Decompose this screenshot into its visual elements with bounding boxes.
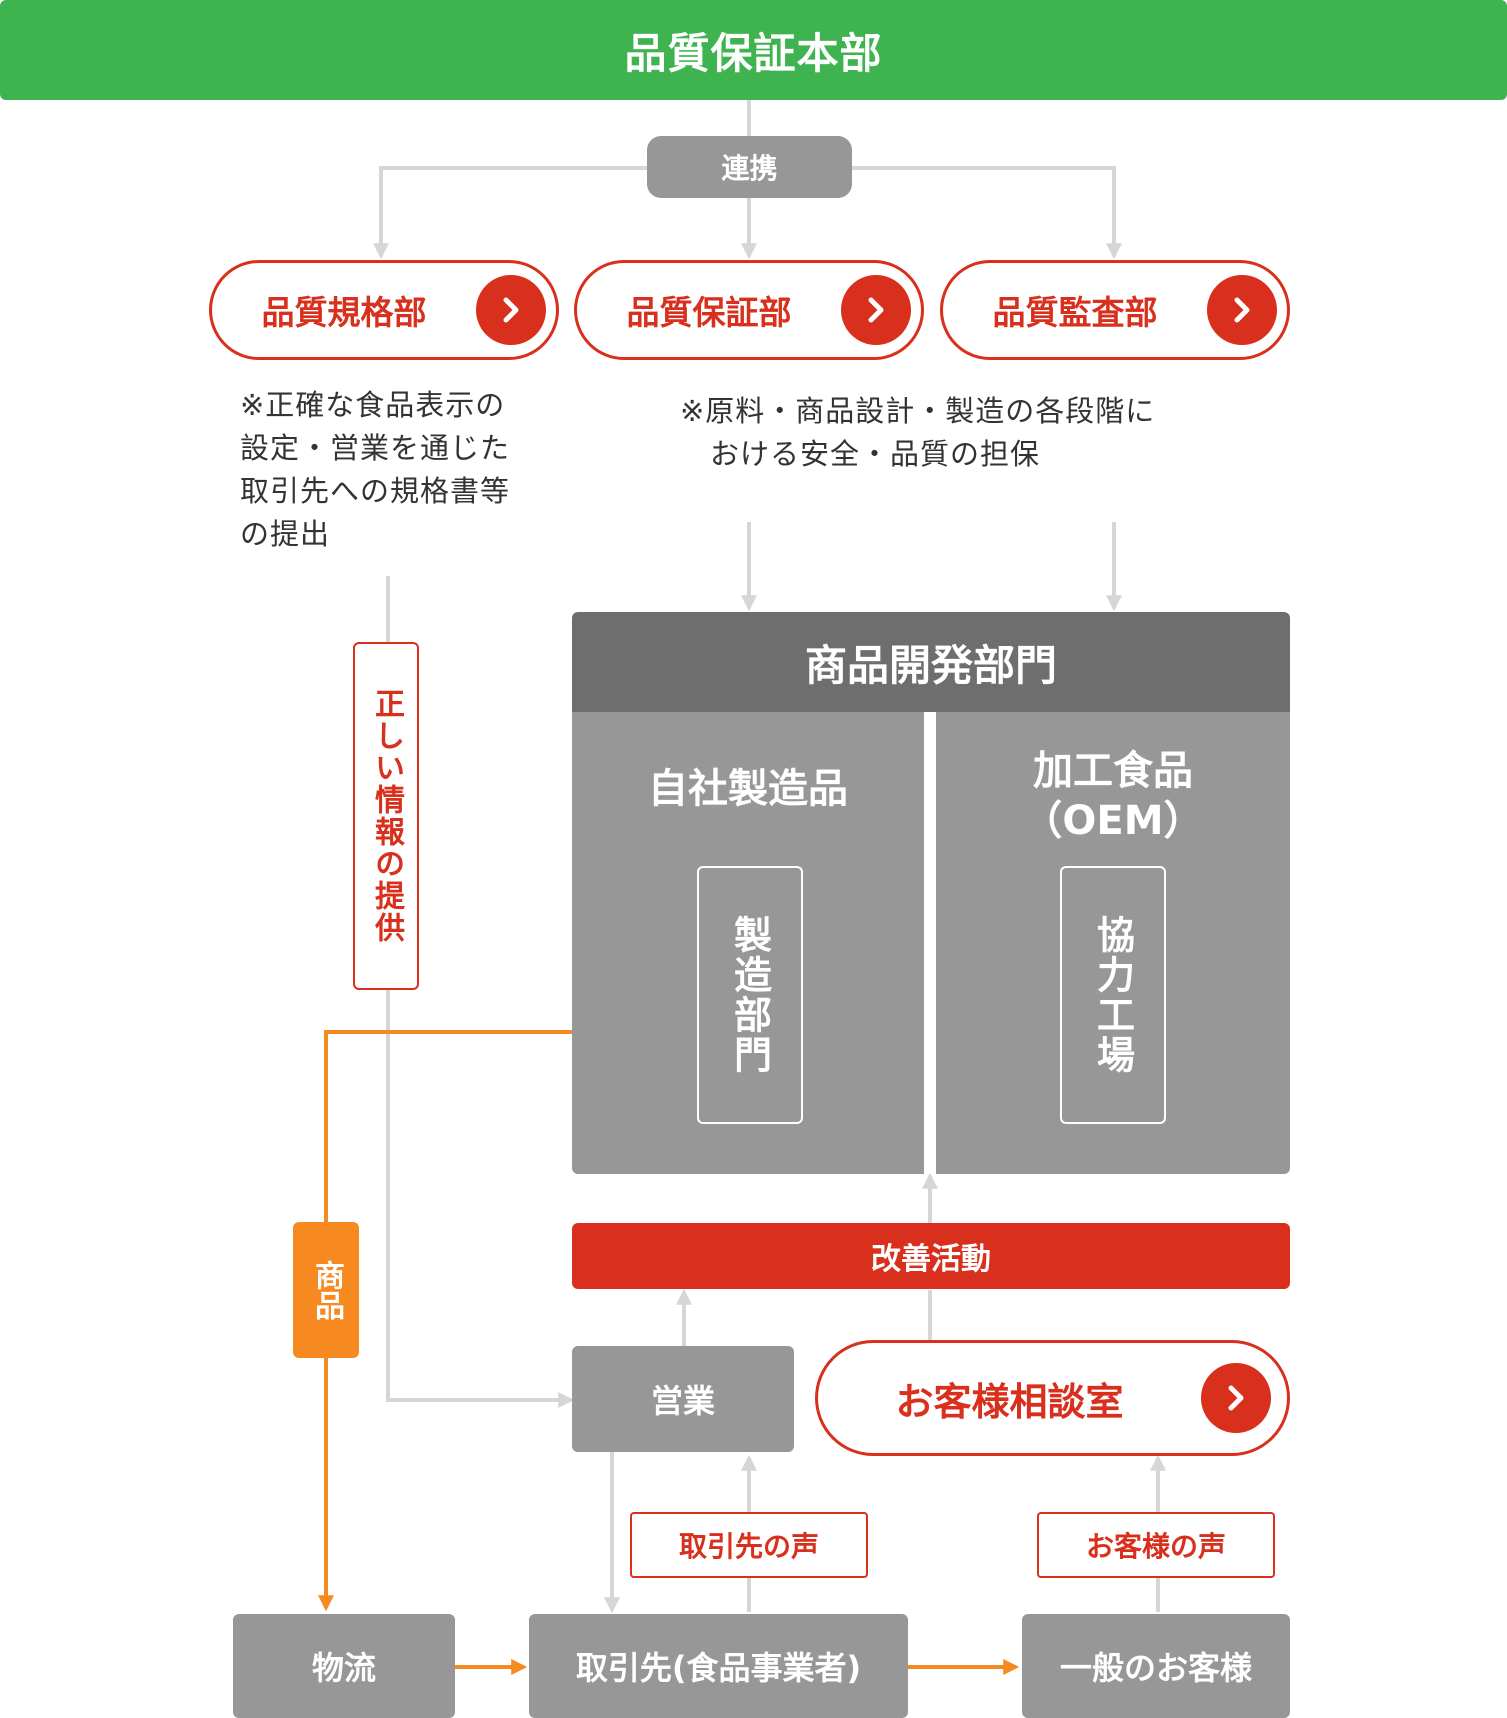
logistics-box: 物流 [233, 1614, 455, 1718]
partner-voice-text: 取引先の声 [678, 1530, 819, 1563]
chevron-right-icon [1207, 275, 1277, 345]
manufacturing-dept-box: 製造部門 [697, 866, 803, 1124]
standards-note-line: ※正確な食品表示の [240, 388, 506, 422]
oem-panel: 加工食品 （OEM） 協力工場 [936, 712, 1290, 1174]
assurance-note: ※原料・商品設計・製造の各段階に おける安全・品質の担保 [680, 390, 1240, 476]
assurance-note-line: おける安全・品質の担保 [680, 437, 1041, 471]
assurance-note-line: ※原料・商品設計・製造の各段階に [680, 394, 1156, 428]
customer-voice-text: お客様の声 [1085, 1530, 1226, 1563]
link-badge-label: 連携 [721, 152, 778, 185]
product-label: 商品 [293, 1222, 359, 1358]
quality-hq-banner: 品質保証本部 [0, 0, 1507, 100]
standards-note-line: 取引先への規格書等 [240, 474, 511, 508]
sales-label: 営業 [650, 1382, 715, 1420]
product-dev-title: 商品開発部門 [804, 640, 1057, 690]
audit-dept-label: 品質監査部 [992, 293, 1158, 332]
standards-note-line: 設定・営業を通じた [240, 431, 511, 465]
customer-box: 一般のお客様 [1022, 1614, 1290, 1718]
customer-voice-label: お客様の声 [1037, 1512, 1275, 1578]
logistics-label: 物流 [311, 1649, 376, 1687]
partner-factory-box: 協力工場 [1060, 866, 1166, 1124]
partner-factory-label: 協力工場 [1090, 915, 1135, 1075]
product-dev-header: 商品開発部門 [572, 612, 1290, 712]
standards-dept-label: 品質規格部 [261, 293, 427, 332]
quality-hq-title: 品質保証本部 [624, 28, 883, 78]
customer-room-label: お客様相談室 [895, 1379, 1124, 1424]
chevron-right-icon [841, 275, 911, 345]
chevron-right-icon [476, 275, 546, 345]
partner-box: 取引先(食品事業者) [529, 1614, 908, 1718]
standards-dept-button[interactable]: 品質規格部 [209, 260, 559, 360]
assurance-dept-label: 品質保証部 [626, 293, 792, 332]
own-products-title: 自社製造品 [648, 766, 848, 812]
arrow-to-audit [850, 166, 1122, 260]
customer-label: 一般のお客様 [1059, 1649, 1252, 1687]
link-badge: 連携 [647, 136, 852, 198]
assurance-dept-button[interactable]: 品質保証部 [574, 260, 924, 360]
arrow-dev-logistics [318, 1030, 572, 1612]
standards-note: ※正確な食品表示の 設定・営業を通じた 取引先への規格書等 の提出 [240, 384, 560, 556]
standards-note-line: の提出 [240, 517, 331, 551]
oem-title-line2: （OEM） [1022, 798, 1204, 844]
product-label-text: 商品 [309, 1260, 344, 1320]
improvement-bar: 改善活動 [572, 1223, 1290, 1289]
chevron-right-icon [1201, 1363, 1271, 1433]
provide-info-text: 正しい情報の提供 [369, 688, 404, 944]
customer-room-button[interactable]: お客様相談室 [815, 1340, 1290, 1456]
provide-info-label: 正しい情報の提供 [353, 642, 419, 990]
partner-voice-label: 取引先の声 [630, 1512, 868, 1578]
audit-dept-button[interactable]: 品質監査部 [940, 260, 1290, 360]
manufacturing-dept-label: 製造部門 [727, 915, 772, 1075]
arrow-to-standards [373, 166, 650, 260]
sales-box: 営業 [572, 1346, 794, 1452]
oem-title-line1: 加工食品 [1033, 748, 1193, 794]
own-products-panel: 自社製造品 製造部門 [572, 712, 924, 1174]
partner-label: 取引先(食品事業者) [575, 1649, 862, 1687]
improvement-label: 改善活動 [871, 1242, 991, 1277]
